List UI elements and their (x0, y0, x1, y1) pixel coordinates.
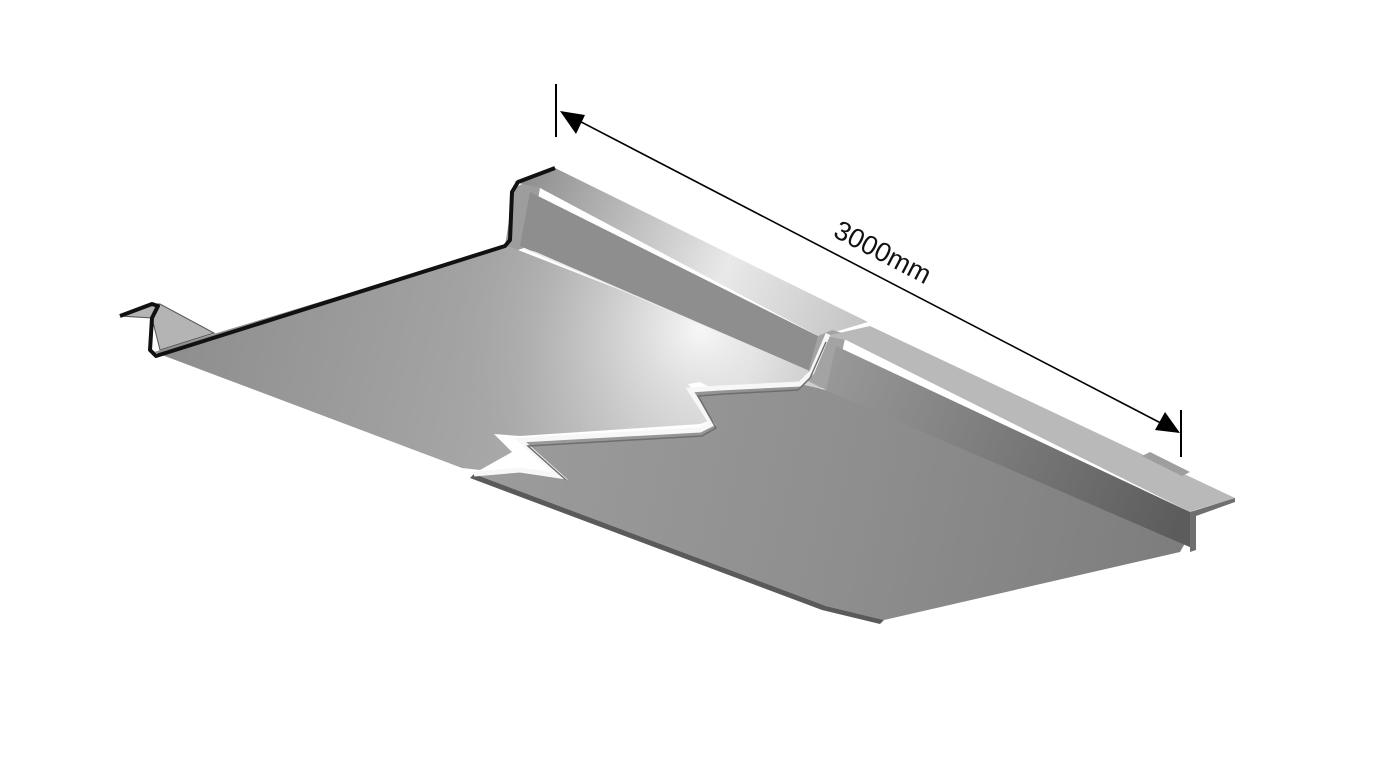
lower-panel-edge (470, 474, 884, 624)
lower-panel-surface (474, 384, 1188, 620)
profile-edge-left (119, 166, 556, 358)
dimension-arrow-left (560, 111, 585, 134)
break-line (473, 333, 831, 480)
dimension-line (561, 111, 1179, 433)
lower-rib-face (826, 346, 1192, 548)
break-line-shadow (526, 341, 827, 481)
far-end-step (1142, 452, 1190, 476)
upper-rib-top (514, 168, 868, 338)
dimension-arrow-right (1155, 412, 1180, 433)
upper-rib-face (520, 192, 822, 372)
lower-rib-top (826, 326, 1235, 512)
lower-rib-side (1190, 498, 1235, 552)
